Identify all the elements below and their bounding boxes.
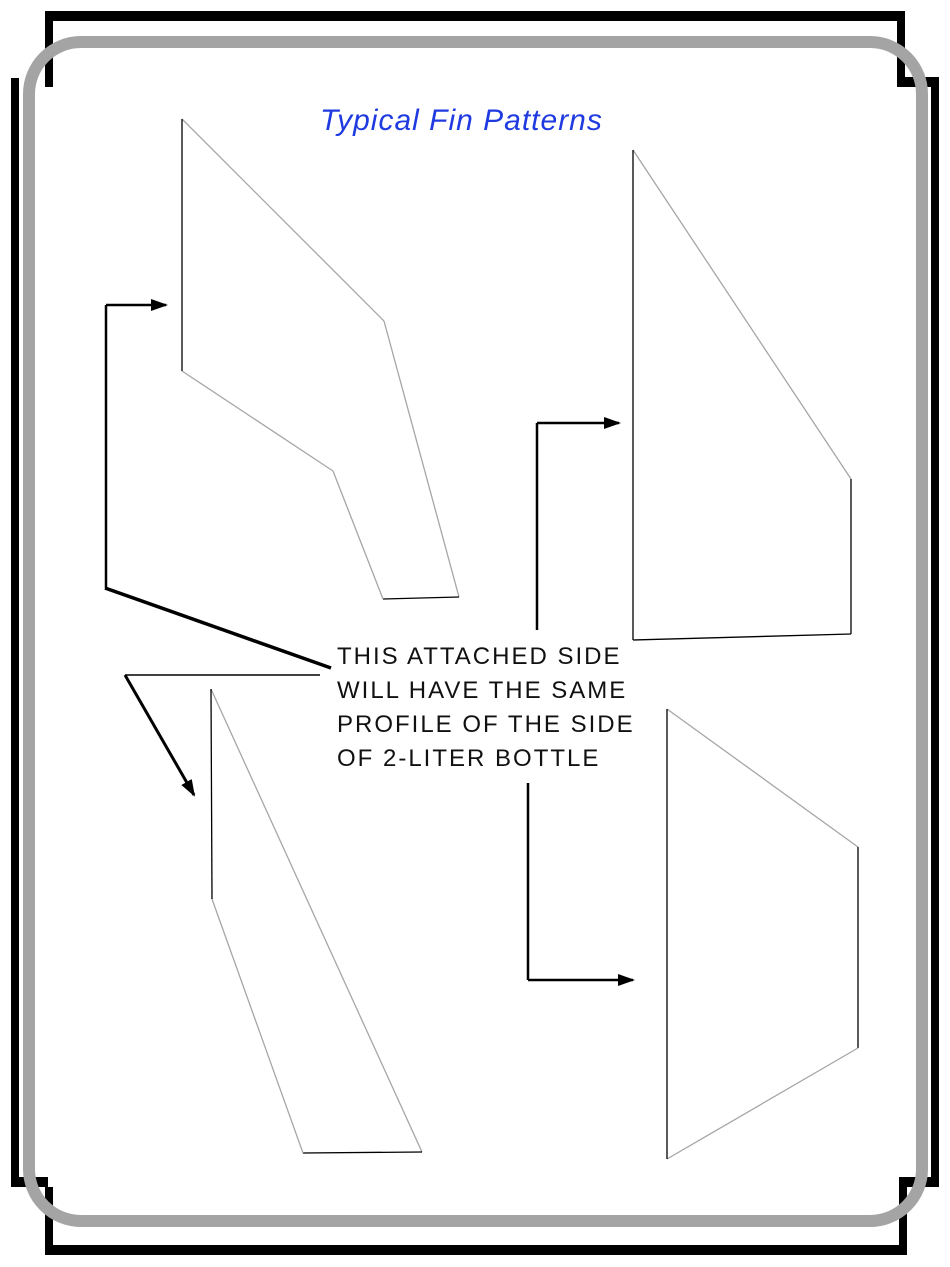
fin-top-left-edge-1 <box>181 118 385 322</box>
border-bottom-band <box>45 1245 905 1255</box>
fin-bottom-left-edge-1 <box>210 688 423 1153</box>
callout-text: THIS ATTACHED SIDE WILL HAVE THE SAME PR… <box>337 640 635 776</box>
callout-connector-line <box>104 586 332 670</box>
fin-bottom-right-edge-3 <box>666 1047 859 1160</box>
callout-line-3: PROFILE OF THE SIDE <box>337 711 635 738</box>
border-gray-rounded-frame <box>23 36 928 1227</box>
callout-line-4: OF 2-LITER BOTTLE <box>337 745 601 772</box>
page-title: Typical Fin Patterns <box>320 104 603 137</box>
border-bottom-left-stub <box>45 1187 53 1255</box>
fin-bottom-left-edge-3 <box>211 898 304 1154</box>
fin-top-left-edge-3 <box>382 596 460 600</box>
border-top-band <box>45 11 905 21</box>
fin-bottom-left-edge-2 <box>302 1151 423 1154</box>
callout-line-1: THIS ATTACHED SIDE <box>337 643 622 670</box>
border-right-bar <box>931 77 939 1186</box>
border-left-bar <box>11 78 19 1177</box>
fin-top-right-edge-3 <box>632 633 852 641</box>
callout-line-2: WILL HAVE THE SAME <box>337 677 628 704</box>
pointer-bottom-left-arrow <box>123 674 196 797</box>
fin-top-left-edge-5 <box>181 370 334 472</box>
fin-bottom-left-edge-4 <box>210 688 213 900</box>
fin-top-left-edge-2 <box>383 320 460 598</box>
fin-top-left-edge-4 <box>332 470 384 600</box>
fin-top-right-edge-1 <box>632 149 852 480</box>
fin-bottom-right-edge-1 <box>666 708 859 848</box>
